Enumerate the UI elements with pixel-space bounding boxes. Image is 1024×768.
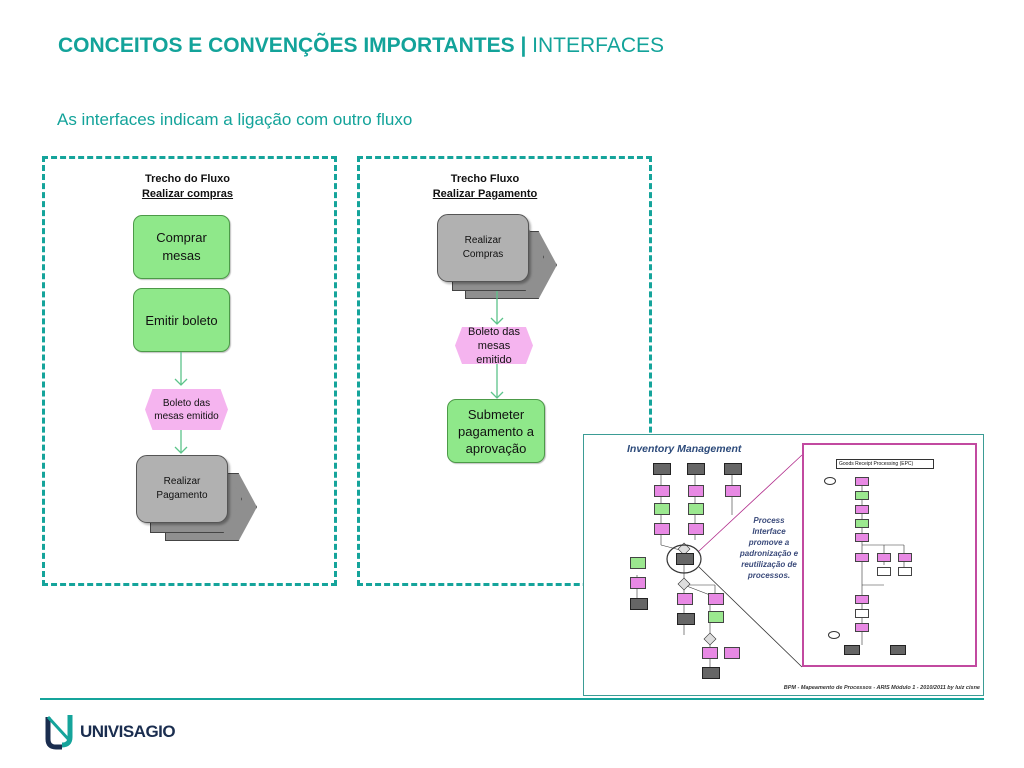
event-right-label: Boleto das mesas emitido [468,325,520,366]
footer-divider [40,698,984,700]
inset-detail-node [890,645,906,655]
inset-detail-node [855,595,869,604]
connector-left-2 [174,430,188,454]
inset-detail-node [855,477,869,486]
panel-right-title-line1: Trecho Fluxo [450,173,520,185]
inset-detail-node [844,645,860,655]
interface-right-label: Realizar Compras [462,235,504,260]
panel-left-title: Trecho do Fluxo Realizar compras [110,172,265,202]
inset-node [688,503,704,515]
inset-node [654,485,670,497]
inset-node [708,593,724,605]
function-submeter-label: Submeter pagamento a aprovação [458,406,534,456]
inset-node [708,611,724,623]
inset-detail-node [898,567,912,576]
inset-detail-node [855,623,869,632]
inset-node [702,647,718,659]
inset-detail-node [855,533,869,542]
inset-detail-node [855,519,869,528]
page-subtitle: As interfaces indicam a ligação com outr… [57,110,413,129]
function-emitir-boleto: Emitir boleto [133,288,230,352]
title-section: INTERFACES [532,34,665,57]
inset-detail-node [898,553,912,562]
panel-realizar-compras [42,156,337,586]
page-title: CONCEITOS E CONVENÇÕES IMPORTANTES | INT… [58,34,664,58]
panel-right-title-line2: Realizar Pagamento [432,188,538,200]
inset-detail-node [877,553,891,562]
inset-detail-dot [828,631,840,639]
inset-detail-title: Goods Receipt Processing (EPC) [836,459,934,469]
event-left-label: Boleto das mesas emitido [154,397,219,422]
interface-realizar-compras: Realizar Compras [437,214,529,282]
inset-node [724,647,740,659]
connector-right-2 [490,364,504,399]
inset-node [654,523,670,535]
inset-node [687,463,705,475]
inset-node [725,485,741,497]
inset-inventory-image: Inventory Management [583,434,984,696]
interface-left-label: Realizar Pagamento [156,476,208,501]
connector-left-1 [174,352,188,386]
inset-node [688,523,704,535]
inset-node [677,613,695,625]
inset-node [630,598,648,610]
inset-title: Inventory Management [627,443,742,455]
inset-detail-node [855,609,869,618]
panel-realizar-pagamento [357,156,652,586]
inset-detail-node [855,505,869,514]
inset-node [724,463,742,475]
event-boleto-emitido-right: Boleto das mesas emitido [455,327,533,364]
inset-detail-node [855,553,869,562]
inset-node [688,485,704,497]
inset-note: Process Interface promove a padronização… [739,516,799,580]
function-comprar-mesas: Comprar mesas [133,215,230,279]
panel-left-title-line2: Realizar compras [141,188,234,200]
inset-node [630,577,646,589]
univisagio-logo-icon [45,715,73,750]
inset-node [630,557,646,569]
panel-left-title-line1: Trecho do Fluxo [145,173,230,185]
function-emitir-boleto-label: Emitir boleto [145,312,218,328]
inset-node [676,553,694,565]
connector-right-1 [490,291,504,325]
inset-node [702,667,720,679]
inset-detail-dot [824,477,836,485]
inset-detail-node [877,567,891,576]
inset-detail-box: Goods Receipt Processing (EPC) [802,443,977,667]
event-boleto-emitido-left: Boleto das mesas emitido [145,389,228,430]
panel-right-title: Trecho Fluxo Realizar Pagamento [410,172,560,202]
function-comprar-mesas-label: Comprar mesas [156,230,207,263]
inset-zoom-lines [698,454,803,668]
function-submeter-pagamento: Submeter pagamento a aprovação [447,399,545,463]
inset-node [677,593,693,605]
inset-caption: BPM - Mapeamento de Processos - ARIS Mód… [783,685,980,691]
interface-realizar-pagamento: Realizar Pagamento [136,455,228,523]
univisagio-logo-text: UNIVISAGIO [80,722,176,741]
inset-node [654,503,670,515]
inset-detail-node [855,491,869,500]
title-main: CONCEITOS E CONVENÇÕES IMPORTANTES | [58,34,527,57]
inset-node [653,463,671,475]
